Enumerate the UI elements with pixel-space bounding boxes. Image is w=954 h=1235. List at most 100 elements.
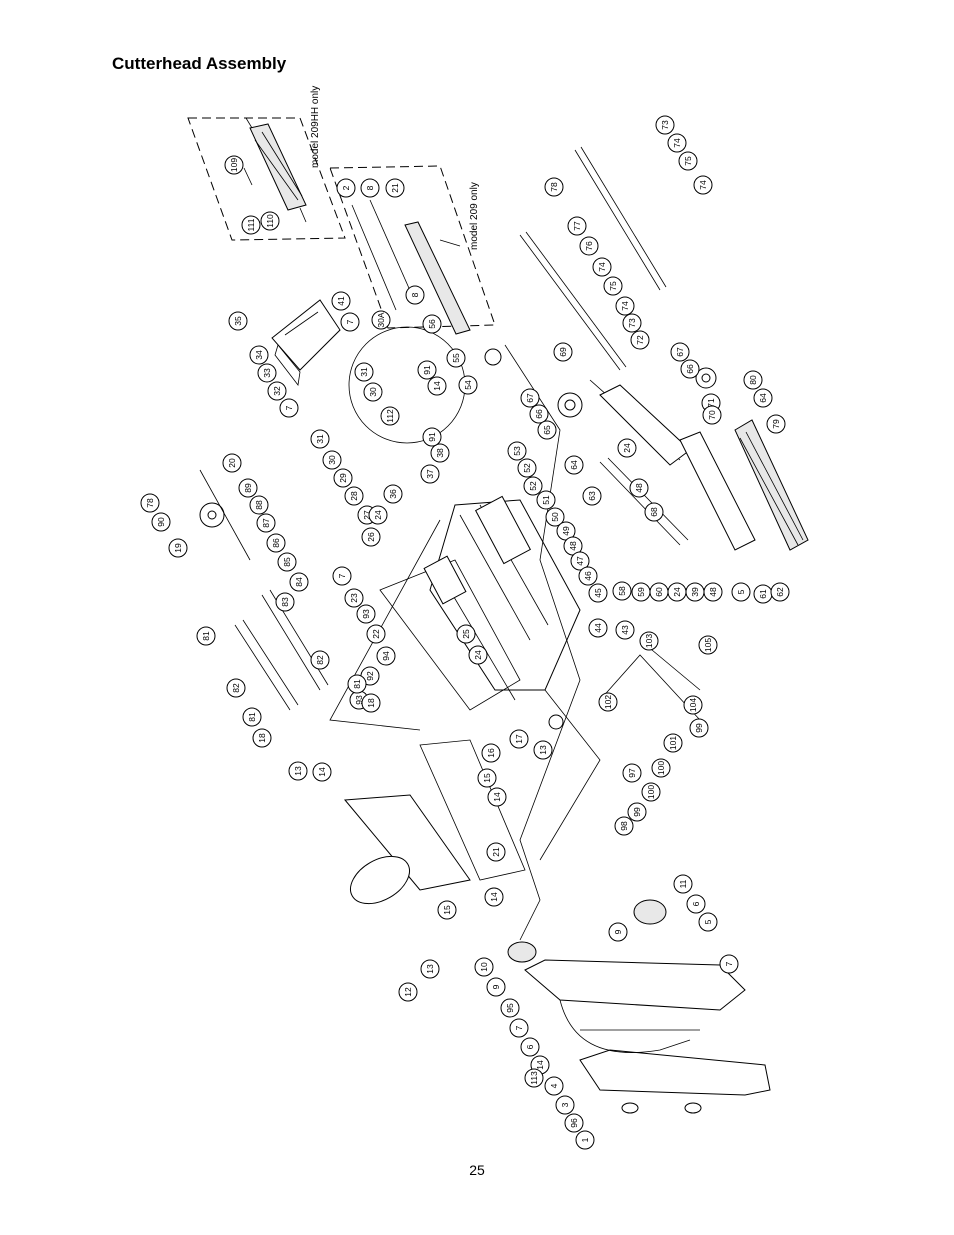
svg-text:88: 88	[254, 500, 264, 510]
callout: 16	[481, 743, 501, 763]
svg-text:58: 58	[617, 586, 627, 596]
svg-text:29: 29	[338, 473, 348, 483]
svg-text:30: 30	[327, 455, 337, 465]
svg-text:103: 103	[644, 634, 654, 648]
svg-text:47: 47	[575, 556, 585, 566]
svg-text:99: 99	[632, 807, 642, 817]
svg-text:74: 74	[597, 262, 607, 272]
callout: 86	[266, 533, 286, 553]
callout: 18	[361, 693, 381, 713]
svg-text:80: 80	[748, 375, 758, 385]
callout: 77	[567, 216, 587, 236]
svg-text:69: 69	[558, 347, 568, 357]
svg-text:13: 13	[293, 766, 303, 776]
svg-text:100: 100	[646, 785, 656, 799]
svg-text:30A: 30A	[376, 312, 386, 327]
callout: 53	[507, 441, 527, 461]
svg-text:15: 15	[482, 773, 492, 783]
callout: 44	[588, 618, 608, 638]
svg-text:16: 16	[486, 748, 496, 758]
svg-text:75: 75	[683, 156, 693, 166]
callout: 7	[279, 398, 299, 418]
svg-text:28: 28	[349, 491, 359, 501]
callout: 112	[380, 406, 400, 426]
callout: 99	[689, 718, 709, 738]
svg-text:38: 38	[435, 448, 445, 458]
callout: 21	[385, 178, 405, 198]
callout: 73	[655, 115, 675, 135]
svg-text:93: 93	[361, 609, 371, 619]
callout: 10	[474, 957, 494, 977]
svg-text:15: 15	[442, 905, 452, 915]
svg-text:64: 64	[758, 393, 768, 403]
callout: 83	[275, 592, 295, 612]
callout: 15	[477, 768, 497, 788]
svg-text:17: 17	[514, 734, 524, 744]
svg-text:18: 18	[366, 698, 376, 708]
callout: 20	[222, 453, 242, 473]
svg-text:13: 13	[538, 745, 548, 755]
pulleys	[507, 899, 667, 963]
callout: 25	[456, 624, 476, 644]
svg-text:12: 12	[403, 987, 413, 997]
callout: 43	[615, 620, 635, 640]
feed-shafts	[519, 146, 691, 546]
callout: 81	[347, 674, 367, 694]
svg-text:7: 7	[724, 961, 734, 966]
svg-text:110: 110	[265, 214, 275, 228]
callouts: 109 110 111 2 8 21 8 56 55 54 35 41 7 34…	[140, 115, 790, 1150]
svg-text:93: 93	[354, 695, 364, 705]
svg-text:63: 63	[587, 491, 597, 501]
callout: 81	[196, 626, 216, 646]
svg-text:72: 72	[635, 335, 645, 345]
svg-text:84: 84	[294, 577, 304, 587]
callout: 11	[673, 874, 693, 894]
callout: 74	[667, 133, 687, 153]
svg-text:3: 3	[560, 1102, 570, 1107]
callout: 34	[249, 345, 269, 365]
svg-text:87: 87	[261, 518, 271, 528]
callout: 4	[544, 1076, 564, 1096]
svg-text:105: 105	[703, 638, 713, 652]
callout: 13	[533, 740, 553, 760]
callout: 8	[360, 178, 380, 198]
callout: 19	[168, 538, 188, 558]
svg-text:1: 1	[580, 1137, 590, 1142]
svg-text:7: 7	[345, 319, 355, 324]
callout: 75	[603, 276, 623, 296]
callout: 98	[614, 816, 634, 836]
svg-text:6: 6	[691, 901, 701, 906]
svg-text:67: 67	[525, 393, 535, 403]
callout: 109	[224, 155, 244, 175]
svg-text:73: 73	[627, 318, 637, 328]
callout: 3	[555, 1095, 575, 1115]
svg-text:23: 23	[349, 593, 359, 603]
svg-text:68: 68	[649, 507, 659, 517]
svg-text:81: 81	[247, 712, 257, 722]
callout: 31	[354, 362, 374, 382]
callout: 15	[437, 900, 457, 920]
callout: 82	[310, 650, 330, 670]
svg-text:94: 94	[381, 651, 391, 661]
svg-text:71: 71	[706, 398, 716, 408]
svg-text:21: 21	[491, 847, 501, 857]
callout: 93	[356, 604, 376, 624]
callout: 7	[332, 566, 352, 586]
svg-text:24: 24	[473, 650, 483, 660]
callout: 64	[753, 388, 773, 408]
svg-text:9: 9	[613, 929, 623, 934]
callout: 6	[520, 1037, 540, 1057]
callout: 76	[579, 236, 599, 256]
callout: 13	[288, 761, 308, 781]
svg-text:59: 59	[636, 587, 646, 597]
svg-text:90: 90	[156, 517, 166, 527]
svg-text:74: 74	[620, 301, 630, 311]
callout: 2	[336, 178, 356, 198]
svg-text:74: 74	[672, 138, 682, 148]
callout: 32	[267, 381, 287, 401]
callout: 50	[545, 507, 565, 527]
callout: 24	[468, 645, 488, 665]
svg-text:55: 55	[451, 353, 461, 363]
helical-cutterhead	[245, 117, 307, 223]
svg-text:51: 51	[541, 495, 551, 505]
